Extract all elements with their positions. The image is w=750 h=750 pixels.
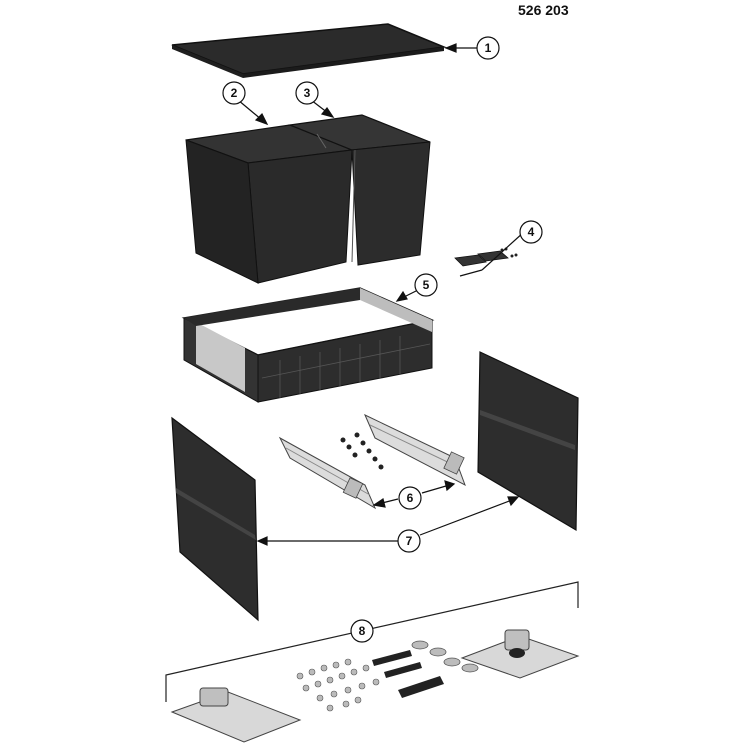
callout-7-label: 7	[406, 534, 413, 548]
part-number: 526 203	[518, 2, 569, 18]
pads-part	[454, 247, 518, 267]
runners-part	[278, 413, 466, 510]
callout-8: 8	[350, 619, 374, 643]
callout-1: 1	[476, 36, 500, 60]
callout-3-label: 3	[304, 86, 311, 100]
lid-part	[171, 23, 447, 78]
callout-2: 2	[222, 81, 246, 105]
side-panels-part	[171, 351, 579, 622]
callout-8-label: 8	[359, 624, 366, 638]
callout-3: 3	[295, 81, 319, 105]
callout-4: 4	[519, 220, 543, 244]
callout-1-label: 1	[485, 41, 492, 55]
frame-part	[181, 287, 435, 403]
callout-4-label: 4	[528, 225, 535, 239]
callout-2-label: 2	[231, 86, 238, 100]
callout-5-label: 5	[423, 278, 430, 292]
callout-7: 7	[397, 529, 421, 553]
callout-6: 6	[398, 486, 422, 510]
hardware-part	[165, 581, 580, 743]
callout-5: 5	[414, 273, 438, 297]
leader-lines	[237, 43, 525, 546]
bins-part	[185, 114, 431, 284]
callout-6-label: 6	[407, 491, 414, 505]
